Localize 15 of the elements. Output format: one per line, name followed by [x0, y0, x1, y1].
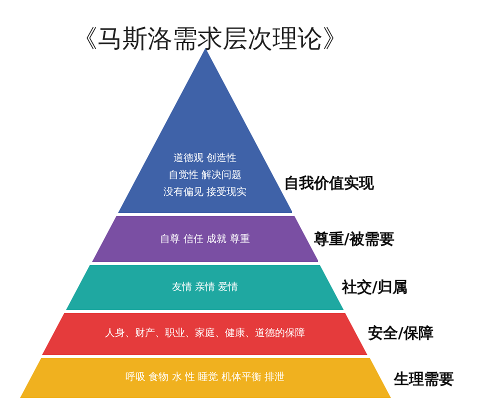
layer-text-line: 没有偏见 接受现实 — [162, 186, 248, 200]
pyramid-layer — [20, 358, 390, 398]
level-heading: 安全/保障 — [368, 324, 434, 343]
layer-text: 友情 亲情 爱情 — [170, 280, 240, 295]
level-heading: 社交/归属 — [342, 278, 408, 297]
level-heading: 尊重/被需要 — [314, 230, 394, 249]
layer-text: 自尊 信任 成就 尊重 — [159, 232, 251, 247]
layer-text: 人身、财产、职业、家庭、健康、道德的保障 — [104, 326, 306, 341]
title: 《马斯洛需求层次理论》 — [72, 23, 348, 55]
layer-text-line: 自觉性 解决问题 — [167, 168, 243, 183]
level-heading: 生理需要 — [394, 370, 454, 389]
pyramid-layer — [42, 313, 368, 355]
layer-text: 呼吸 食物 水 性 睡觉 机体平衡 排泄 — [124, 370, 286, 385]
layer-text-line: 道德观 创造性 — [172, 152, 238, 166]
level-heading: 自我价值实现 — [284, 174, 374, 193]
